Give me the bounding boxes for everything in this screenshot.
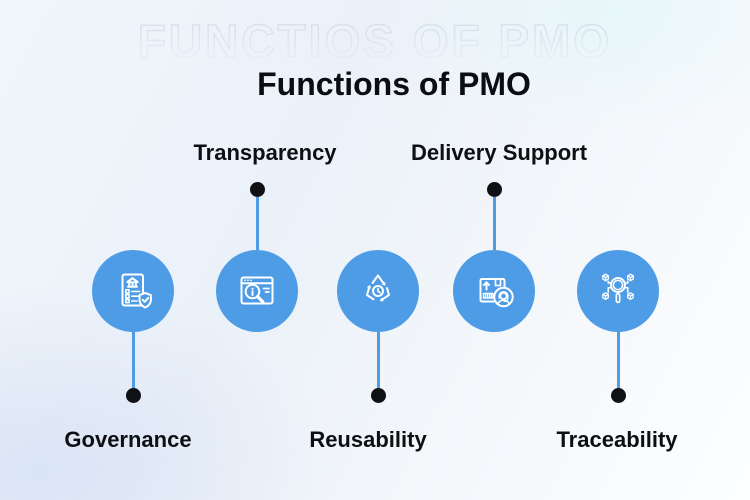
label-delivery-support: Delivery Support — [410, 140, 588, 165]
page-title: Functions of PMO — [257, 66, 531, 102]
connector-dot — [249, 182, 265, 197]
connector-dot — [486, 182, 502, 197]
package-support-agent-icon — [479, 278, 514, 308]
label-transparency: Transparency — [193, 140, 337, 165]
document-bank-shield-icon — [121, 273, 152, 309]
label-reusability: Reusability — [309, 427, 427, 452]
traceability-circle — [577, 250, 659, 332]
connector-line — [131, 332, 135, 388]
delivery-support-circle — [453, 250, 535, 332]
connector-line — [376, 332, 380, 388]
connector-line — [492, 197, 496, 250]
label-traceability: Traceability — [556, 427, 678, 452]
connector-dot — [125, 388, 141, 403]
connector-dot — [610, 388, 626, 403]
magnifier-network-nodes-icon — [601, 273, 635, 304]
recycle-arrows-clock-icon — [366, 274, 390, 302]
transparency-circle — [216, 250, 298, 332]
governance-circle — [92, 250, 174, 332]
browser-magnifier-info-icon — [240, 276, 274, 305]
background-watermark-text: FUNCTIOS OF PMO — [137, 14, 613, 68]
connector-dot — [370, 388, 386, 403]
reusability-circle — [337, 250, 419, 332]
label-governance: Governance — [64, 427, 192, 452]
connector-line — [255, 197, 259, 250]
connector-line — [616, 332, 620, 388]
